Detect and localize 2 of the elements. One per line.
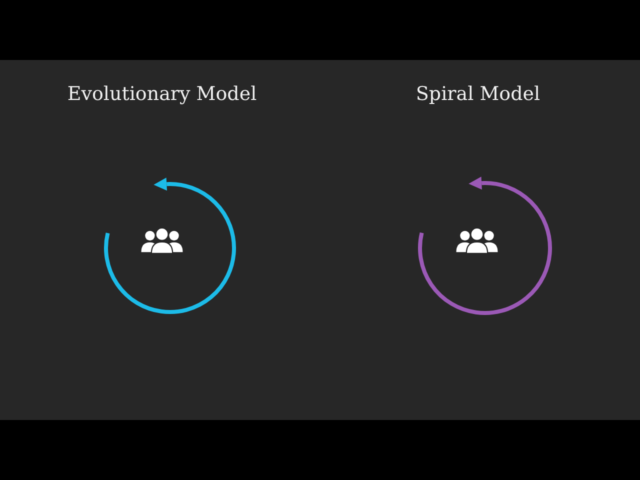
heading: Spiral Model	[416, 83, 540, 106]
heading: Evolutionary Model	[67, 83, 257, 106]
